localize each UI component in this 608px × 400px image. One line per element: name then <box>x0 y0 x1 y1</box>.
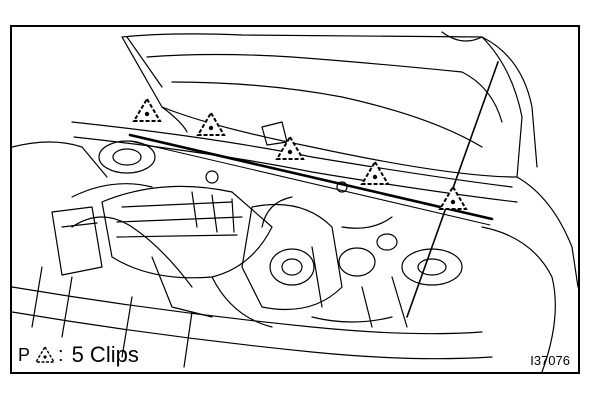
clip-marker <box>275 135 305 160</box>
clip-marker <box>132 97 162 122</box>
diagram-frame: P : 5 Clips I37076 <box>10 25 580 374</box>
valve-cover <box>101 185 273 279</box>
hood-outline <box>121 33 523 178</box>
legend-text: 5 Clips <box>71 342 139 367</box>
figure-id: I37076 <box>530 353 570 368</box>
legend-separator: : <box>58 343 64 366</box>
clip-marker <box>196 111 226 136</box>
legend-prefix: P <box>18 345 31 365</box>
clip-marker <box>438 185 468 210</box>
clip-marker <box>360 160 390 185</box>
engine-bay-illustration <box>12 31 578 372</box>
legend: P : 5 Clips <box>18 342 139 368</box>
clip-markers <box>132 97 468 210</box>
hood-seal <box>128 133 494 221</box>
clip-triangle-icon <box>34 345 56 363</box>
